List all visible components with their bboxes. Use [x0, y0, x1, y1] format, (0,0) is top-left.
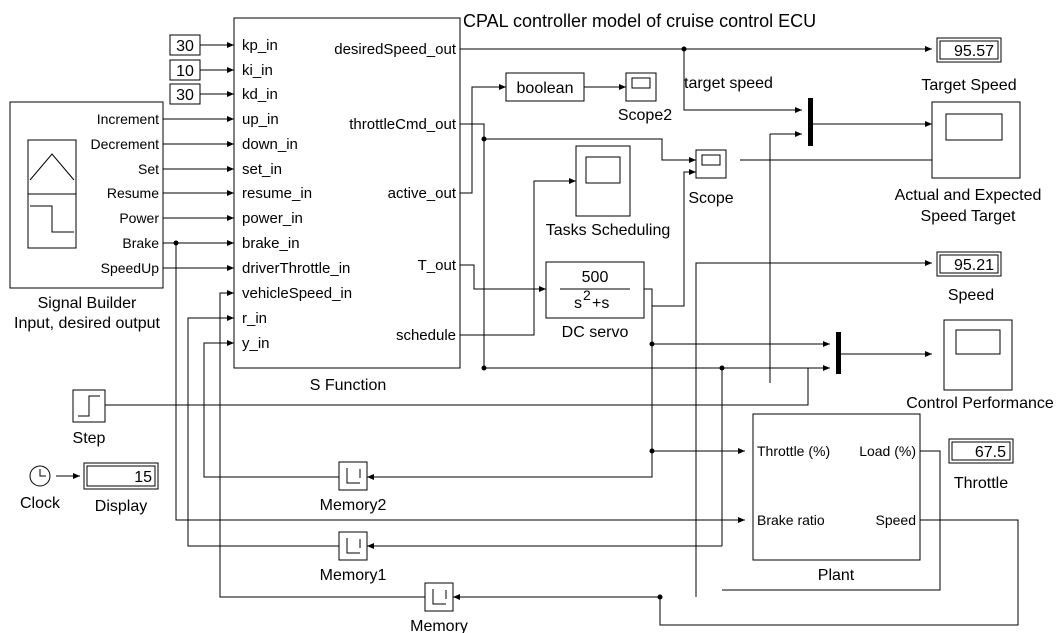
dc-servo-label: DC servo	[562, 324, 629, 341]
s-function-label: S Function	[310, 377, 386, 394]
actual-expected-label-1: Actual and Expected	[895, 187, 1042, 204]
s-function-out-schedule: schedule	[396, 327, 456, 344]
scope-block[interactable]	[695, 149, 727, 179]
clock-block[interactable]	[29, 465, 51, 487]
signal-builder-label: Signal Builder	[38, 295, 137, 312]
plant-label: Plant	[818, 567, 855, 584]
target-speed-display[interactable]: 95.57	[936, 37, 1002, 63]
signal-builder-out-power: Power	[119, 210, 159, 226]
s-function-in-y: y_in	[242, 335, 270, 352]
s-function-in-down: down_in	[242, 136, 298, 153]
memory1-block[interactable]	[338, 531, 368, 561]
s-function-block[interactable]: kp_in ki_in kd_in up_in down_in set_in r…	[233, 17, 461, 369]
s-function-out-desired-speed: desiredSpeed_out	[334, 41, 457, 58]
display-block[interactable]: 15	[83, 462, 159, 490]
diagram-title: CPAL controller model of cruise control …	[463, 11, 816, 31]
tasks-scheduling-scope[interactable]	[575, 145, 631, 217]
target-speed-signal-label: target speed	[684, 75, 773, 92]
s-function-in-brake: brake_in	[242, 235, 300, 252]
scope-label: Scope	[688, 190, 733, 207]
s-function-in-vehicle-speed: vehicleSpeed_in	[242, 285, 352, 302]
s-function-in-resume: resume_in	[242, 185, 312, 202]
svg-text:67.5: 67.5	[975, 444, 1006, 461]
signal-builder-out-brake: Brake	[122, 235, 159, 251]
clock-label: Clock	[20, 495, 61, 512]
s-function-in-r: r_in	[242, 310, 267, 327]
plant-out-speed: Speed	[876, 512, 916, 528]
plant-in-brake-ratio: Brake ratio	[757, 512, 825, 528]
signal-builder-block[interactable]: Increment Decrement Set Resume Power Bra…	[9, 101, 164, 289]
constant-block-kd[interactable]: 30	[169, 83, 201, 105]
memory2-block[interactable]	[338, 461, 368, 491]
branch-dots	[173, 46, 725, 600]
step-label: Step	[73, 430, 106, 447]
memory2-label: Memory2	[320, 497, 387, 514]
svg-text:95.21: 95.21	[954, 257, 994, 274]
signal-builder-out-set: Set	[138, 161, 159, 177]
plant-block[interactable]: Throttle (%) Brake ratio Load (%) Speed	[752, 413, 921, 561]
s-function-out-active: active_out	[388, 185, 457, 202]
scope2-label: Scope2	[618, 107, 672, 124]
svg-text:2: 2	[583, 287, 591, 303]
speed-label: Speed	[948, 287, 994, 304]
throttle-label: Throttle	[954, 475, 1008, 492]
s-function-in-set: set_in	[242, 161, 282, 178]
signal-builder-out-resume: Resume	[107, 185, 159, 201]
svg-text:30: 30	[176, 87, 194, 104]
throttle-display[interactable]: 67.5	[948, 438, 1014, 464]
control-performance-label: Control Performance	[906, 395, 1054, 412]
speed-display[interactable]: 95.21	[936, 251, 1002, 277]
display-label: Display	[95, 498, 147, 515]
memory-label: Memory	[410, 618, 468, 633]
s-function-in-up: up_in	[242, 111, 279, 128]
s-function-out-throttle-cmd: throttleCmd_out	[349, 116, 457, 133]
tasks-scheduling-label: Tasks Scheduling	[546, 222, 671, 239]
svg-text:boolean: boolean	[517, 80, 574, 97]
signal-builder-sublabel: Input, desired output	[14, 315, 160, 332]
svg-text:500: 500	[582, 269, 609, 286]
signal-builder-out-increment: Increment	[97, 111, 159, 127]
svg-text:15: 15	[134, 469, 152, 486]
s-function-in-power: power_in	[242, 210, 303, 227]
memory-block[interactable]	[424, 582, 454, 612]
mux-control-performance[interactable]	[836, 332, 841, 374]
target-speed-label: Target Speed	[921, 77, 1016, 94]
plant-in-throttle: Throttle (%)	[757, 443, 830, 459]
svg-text:s: s	[574, 295, 582, 312]
memory1-label: Memory1	[320, 567, 387, 584]
mux-target-speed[interactable]	[808, 98, 813, 146]
signal-builder-out-decrement: Decrement	[91, 136, 160, 152]
s-function-out-t: T_out	[418, 257, 457, 274]
actual-expected-label-2: Speed Target	[921, 208, 1016, 225]
wire-arrowheads	[73, 42, 932, 600]
s-function-in-kp: kp_in	[242, 37, 278, 54]
scope2-block[interactable]	[625, 72, 657, 102]
actual-expected-scope[interactable]	[931, 101, 1021, 179]
dc-servo-block[interactable]: 500 s 2 +s	[545, 261, 645, 319]
svg-text:+s: +s	[592, 295, 609, 312]
constant-block-kp[interactable]: 30	[169, 34, 201, 56]
step-block[interactable]	[72, 389, 106, 423]
svg-text:10: 10	[176, 63, 194, 80]
signal-builder-out-speedup: SpeedUp	[101, 260, 160, 276]
s-function-in-driver-throttle: driverThrottle_in	[242, 260, 350, 277]
boolean-block[interactable]: boolean	[505, 72, 585, 102]
plant-out-load: Load (%)	[859, 443, 916, 459]
s-function-in-ki: ki_in	[242, 62, 273, 79]
s-function-in-kd: kd_in	[242, 86, 278, 103]
svg-text:30: 30	[176, 38, 194, 55]
svg-text:95.57: 95.57	[954, 43, 994, 60]
constant-block-ki[interactable]: 10	[169, 59, 201, 81]
control-performance-scope[interactable]	[943, 319, 1013, 391]
